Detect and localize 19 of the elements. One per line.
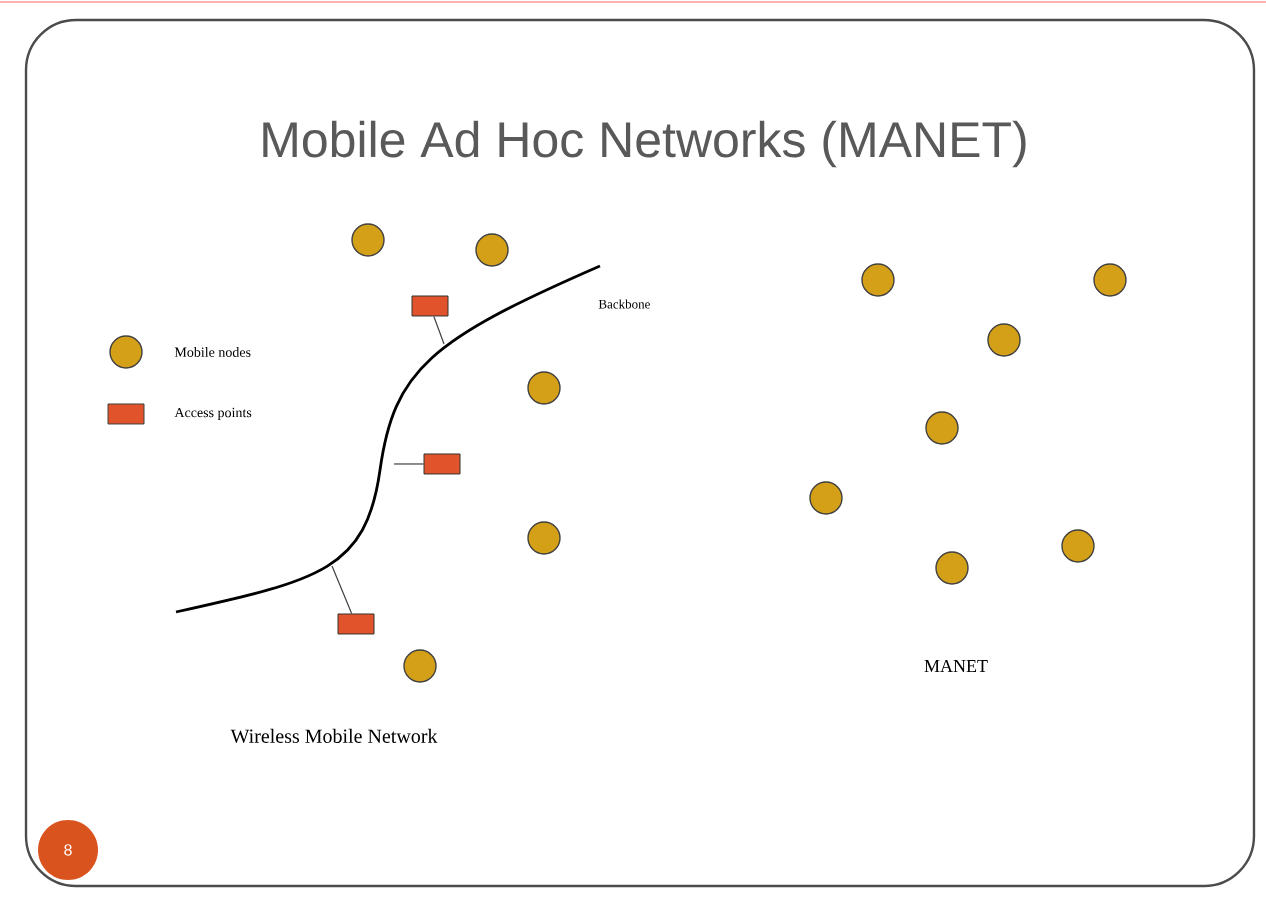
mobile-node [861,263,895,297]
connector-line [331,565,353,615]
mobile-node [925,411,959,445]
connector-line [393,463,425,465]
mobile-node [987,323,1021,357]
mobile-node [403,649,437,683]
mobile-node [935,551,969,585]
mobile-node [809,481,843,515]
backbone-line [175,264,601,614]
caption-text: MANET [924,660,988,672]
access-point [337,613,375,635]
caption-text: Wireless Mobile Network [230,728,438,744]
mobile-node [475,233,509,267]
connector-line [433,315,445,345]
mobile-node [1093,263,1127,297]
mobile-node [351,223,385,257]
title: Mobile Ad Hoc Networks (MANET) [263,120,1026,168]
page-number: 8 [38,819,98,880]
mobile-node [1061,529,1095,563]
